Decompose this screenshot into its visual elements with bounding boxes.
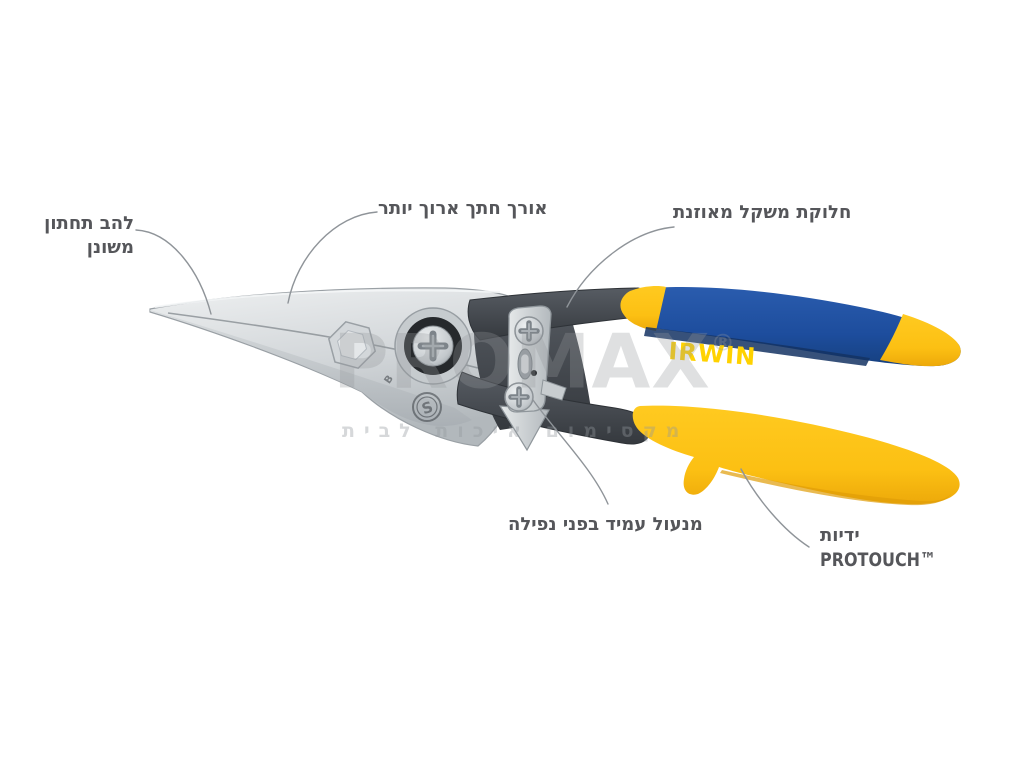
lower-handle-shade [720,470,951,506]
upper-handle-navy-shade [644,327,870,366]
annotation-handles: ידיות PROTOUCH™ [820,524,958,573]
pivot-assembly [327,307,472,385]
annotation-bottom-blade-line2: משונן [86,237,134,258]
callout-line-lock [532,399,609,505]
annotation-handles-line2: PROTOUCH™ [820,549,936,571]
callout-line-handles [740,468,810,548]
annotation-drop-lock: מנעול עמיד בפני נפילה [508,514,703,535]
latch-tab [540,379,567,401]
upper-handle: IRWIN [620,286,961,371]
annotation-weight-distribution: חלוקת משקל מאוזנת [673,202,852,223]
pivot-screw-cross-highlight [421,334,445,358]
callout-line-cut-length [287,211,378,304]
annotation-handles-line1: ידיות [820,525,860,546]
annotation-cut-length: אורך חתך ארוך יותר [378,198,548,219]
brand-logo: IRWIN [668,337,758,371]
upper-handle-blue-grip [625,287,961,367]
hex-bolt-facet [336,329,368,361]
blade-top-highlight [154,289,501,308]
upper-handle-yellow-wedge [620,286,666,331]
callout-line-weight [566,226,675,308]
blade-lower [150,310,472,427]
latch-hole [531,370,537,376]
lower-handle-yellow-grip [632,405,960,505]
callout-line-bottom-blade [135,229,212,315]
upper-handle-yellow-tip [880,314,961,367]
annotation-bottom-blade: להב תחתון משונן [18,212,134,260]
lower-handle [632,405,960,506]
annotation-bottom-blade-line1: להב תחתון [44,213,134,234]
lower-arm [456,371,651,445]
lock-linkage [498,305,567,452]
stamp-s: S [419,398,435,418]
latch-pin [520,353,530,375]
